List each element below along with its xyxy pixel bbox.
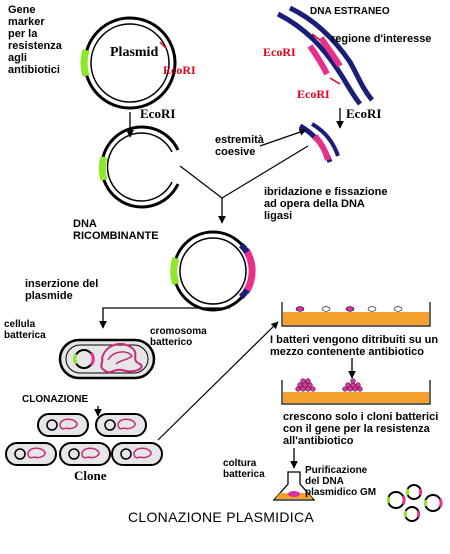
ecori-label-dna-top: EcoRI bbox=[263, 45, 296, 59]
cohesive-line-right bbox=[221, 145, 309, 199]
clone-cell bbox=[5, 442, 57, 466]
cellula-label: cellula batterica bbox=[4, 319, 46, 341]
clone-cell bbox=[59, 442, 111, 466]
dna-ricombinante-label: DNA RICOMBINANTE bbox=[73, 218, 159, 242]
purified-plasmids bbox=[386, 484, 443, 522]
estremita-label: estremità coesive bbox=[215, 134, 264, 158]
ibridazione-label: ibridazione e fissazione ad opera della … bbox=[264, 186, 388, 222]
cromosoma-label: cromosoma batterico bbox=[150, 326, 207, 348]
ecori-label-dna-bottom: EcoRI bbox=[297, 87, 330, 101]
foreign-dna bbox=[276, 5, 374, 106]
plasmid-circle bbox=[80, 16, 177, 110]
clone-cell bbox=[95, 413, 147, 437]
plasmid-label: Plasmid bbox=[110, 45, 159, 60]
arrow-to-fragment bbox=[259, 128, 307, 147]
clone-cell bbox=[37, 413, 89, 437]
coltura-label: coltura batterica bbox=[223, 458, 265, 480]
cohesive-line-left bbox=[179, 165, 223, 199]
flask bbox=[272, 471, 316, 501]
gene-marker-label: Gene marker per la resistenza agli antib… bbox=[8, 4, 62, 76]
clone-label: Clone bbox=[74, 468, 107, 483]
clone-cells bbox=[5, 413, 163, 466]
ecori-step-right: EcoRI bbox=[346, 106, 382, 121]
inserzione-label: inserzione del plasmide bbox=[25, 278, 99, 302]
batteri-label: I batteri vengono ditribuiti su un mezzo… bbox=[270, 334, 439, 358]
diagram-title: CLONAZIONE PLASMIDICA bbox=[128, 509, 315, 525]
plate-antibiotic bbox=[281, 302, 431, 327]
ecori-step-left: EcoRI bbox=[140, 106, 176, 121]
dna-fragment bbox=[298, 122, 340, 163]
regione-label: regione d'interesse bbox=[331, 33, 432, 45]
dna-estraneo-label: DNA ESTRANEO bbox=[310, 6, 390, 17]
bacterial-cell bbox=[58, 338, 156, 380]
recombinant-plasmid bbox=[170, 230, 256, 312]
arrow-to-cell bbox=[99, 307, 230, 329]
clone-cell bbox=[111, 442, 163, 466]
cut-plasmid bbox=[98, 125, 180, 209]
plate-colonies bbox=[281, 378, 431, 405]
clonazione-label: CLONAZIONE bbox=[22, 394, 89, 405]
purificazione-label: Purificazione del DNA plasmidico GM bbox=[305, 465, 377, 498]
ecori-label-plasmid: EcoRI bbox=[163, 63, 196, 77]
arrow-to-plate bbox=[157, 321, 279, 441]
crescono-label: crescono solo i cloni batterici con il g… bbox=[283, 411, 439, 447]
